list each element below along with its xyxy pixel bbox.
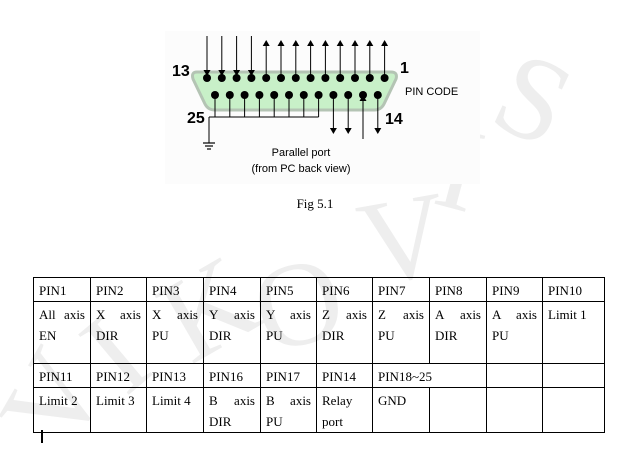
table-cell: All axis EN bbox=[33, 301, 91, 364]
pin-dot bbox=[351, 74, 359, 82]
watermark-letter: S bbox=[475, 24, 592, 173]
table-cell: PIN2 bbox=[90, 277, 147, 302]
pin-dot bbox=[306, 74, 315, 82]
connector-shell bbox=[191, 70, 398, 112]
table-cell: PIN6 bbox=[316, 277, 373, 302]
pin-dot bbox=[321, 74, 330, 82]
table-cell: Y axis PU bbox=[260, 301, 317, 364]
pin-dot bbox=[359, 91, 367, 99]
table-cell: PIN8 bbox=[429, 277, 487, 302]
table-cell: PIN10 bbox=[542, 277, 605, 302]
pin-dot bbox=[247, 74, 256, 82]
pin-dot bbox=[380, 74, 389, 82]
table-cell: Limit 4 bbox=[146, 387, 204, 433]
table-cell: PIN9 bbox=[486, 277, 543, 302]
table-cell: X axis PU bbox=[146, 301, 204, 364]
table-cell: Limit 2 bbox=[33, 387, 91, 433]
pin-dot bbox=[232, 74, 241, 82]
table-cell: A axis DIR bbox=[429, 301, 487, 364]
table-cell bbox=[542, 387, 605, 433]
table-cell: PIN11 bbox=[33, 363, 91, 388]
table-cell: PIN7 bbox=[372, 277, 430, 302]
pin-dot bbox=[203, 74, 211, 82]
table-cell bbox=[542, 363, 605, 388]
pin-dot bbox=[277, 74, 285, 82]
pin-dot bbox=[217, 74, 226, 82]
table-cell: PIN4 bbox=[203, 277, 261, 302]
table-cell: Z axis PU bbox=[372, 301, 430, 364]
parallel-port-figure: 13 1 25 14 PIN CODE Parallel port (from … bbox=[165, 31, 480, 184]
table-cell: PIN13 bbox=[146, 363, 204, 388]
ground-icon bbox=[203, 117, 215, 150]
table-cell: PIN17 bbox=[260, 363, 317, 388]
table-cell: Y axis DIR bbox=[203, 301, 261, 364]
table-cell: A axis PU bbox=[486, 301, 543, 364]
table-cell: Relay port bbox=[316, 387, 373, 433]
pin-dot bbox=[336, 74, 345, 82]
pin-dot bbox=[262, 74, 271, 82]
table-cell bbox=[486, 363, 543, 388]
table-cell: PIN3 bbox=[146, 277, 204, 302]
pin-25-label: 25 bbox=[187, 110, 205, 127]
table-cell: PIN16 bbox=[203, 363, 261, 388]
table-cell: PIN18~25 bbox=[372, 363, 487, 388]
table-cell: GND bbox=[372, 387, 430, 433]
table-cell: Limit 1 bbox=[542, 301, 605, 364]
pin-code-label: PIN CODE bbox=[405, 86, 458, 98]
table-cell: B axis PU bbox=[260, 387, 317, 433]
pin-1-label: 1 bbox=[400, 60, 409, 77]
pin-13-label: 13 bbox=[172, 63, 190, 80]
text-cursor bbox=[41, 430, 43, 443]
table-cell bbox=[486, 387, 543, 433]
table-cell: X axis DIR bbox=[90, 301, 147, 364]
table-cell: PIN5 bbox=[260, 277, 317, 302]
table-cell bbox=[429, 387, 487, 433]
pin-14-label: 14 bbox=[385, 111, 403, 128]
figure-title-line2: (from PC back view) bbox=[251, 163, 350, 175]
table-cell: Z axis DIR bbox=[316, 301, 373, 364]
parallel-port-diagram: 13 1 25 14 PIN CODE Parallel port (from … bbox=[172, 36, 458, 175]
pin-dot bbox=[291, 74, 300, 82]
figure-title-line1: Parallel port bbox=[272, 147, 331, 159]
table-cell: PIN12 bbox=[90, 363, 147, 388]
figure-caption: Fig 5.1 bbox=[296, 196, 334, 211]
pin-dot bbox=[365, 74, 374, 82]
table-cell: PIN14 bbox=[316, 363, 373, 388]
table-cell: PIN1 bbox=[33, 277, 91, 302]
table-cell: Limit 3 bbox=[90, 387, 147, 433]
table-cell: B axis DIR bbox=[203, 387, 261, 433]
